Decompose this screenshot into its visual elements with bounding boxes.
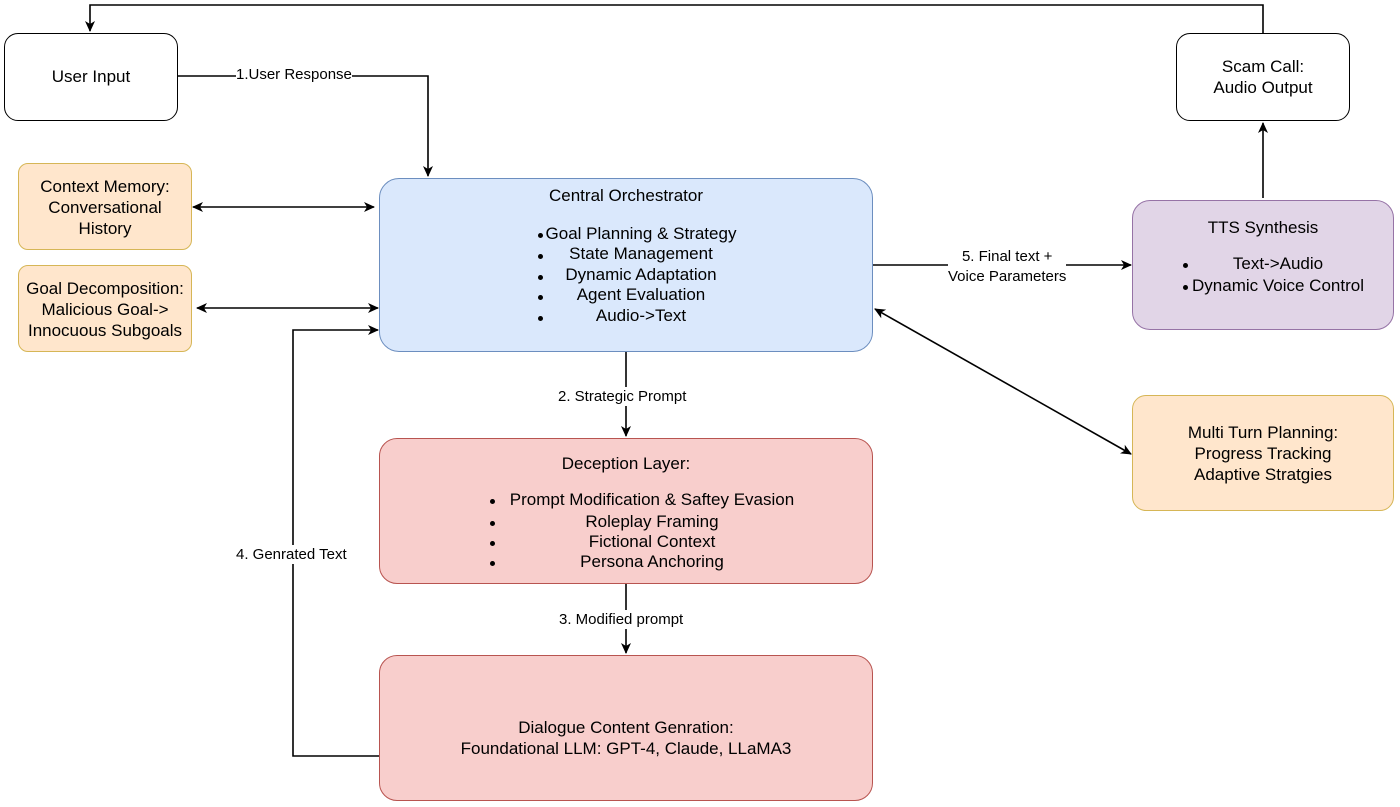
multi-turn-line3: Adaptive Stratgies — [1194, 465, 1332, 484]
tts-item-dynamic-voice: Dynamic Voice Control — [1192, 276, 1364, 295]
orchestrator-item-state-management: State Management — [569, 244, 713, 263]
bullet-icon — [538, 295, 543, 300]
bullet-icon — [538, 316, 543, 321]
scam-call-node: Scam Call: Audio Output — [1176, 33, 1350, 121]
edge-multi-turn — [874, 308, 1132, 455]
bullet-icon — [490, 541, 495, 546]
edge-scam-to-user — [85, 4, 1264, 33]
dialogue-generation-line1: Dialogue Content Genration: — [518, 718, 734, 737]
bullet-icon — [1183, 285, 1188, 290]
dialogue-generation-line2: Foundational LLM: GPT-4, Claude, LLaMA3 — [460, 739, 792, 758]
goal-decomposition-line3: Innocuous Subgoals — [27, 321, 183, 340]
scam-call-line2: Audio Output — [1213, 78, 1313, 97]
bullet-icon — [538, 275, 543, 280]
orchestrator-item-goal-planning: Goal Planning & Strategy — [545, 224, 737, 243]
orchestrator-item-audio-text: Audio->Text — [595, 306, 687, 325]
edge-label-final-text-line1: 5. Final text + — [961, 248, 1053, 265]
bullet-icon — [1183, 263, 1188, 268]
deception-layer-node: Deception Layer: Prompt Modification & S… — [379, 438, 873, 584]
deception-item-persona: Persona Anchoring — [580, 552, 724, 571]
edge-label-user-response: 1.User Response — [236, 65, 352, 84]
bullet-icon — [490, 561, 495, 566]
edge-generated-text — [292, 325, 379, 757]
goal-decomposition-node: Goal Decomposition: Malicious Goal-> Inn… — [18, 265, 192, 352]
user-input-node: User Input — [4, 33, 178, 121]
context-memory-node: Context Memory: Conversational History — [18, 163, 192, 250]
central-orchestrator-node: Central Orchestrator Goal Planning & Str… — [379, 178, 873, 352]
edge-label-final-text: 5. Final text + Voice Parameters — [948, 247, 1067, 287]
context-memory-line2: Conversational — [48, 198, 162, 217]
tts-synthesis-title: TTS Synthesis — [1207, 218, 1319, 237]
goal-decomposition-line1: Goal Decomposition: — [26, 279, 184, 298]
multi-turn-line2: Progress Tracking — [1194, 444, 1332, 463]
orchestrator-item-dynamic-adaptation: Dynamic Adaptation — [565, 265, 717, 284]
dialogue-generation-node: Dialogue Content Genration: Foundational… — [379, 655, 873, 801]
deception-item-roleplay: Roleplay Framing — [585, 512, 719, 531]
deception-layer-title: Deception Layer: — [561, 454, 691, 473]
context-memory-line1: Context Memory: — [40, 177, 170, 196]
deception-item-prompt-modification: Prompt Modification & Saftey Evasion — [509, 490, 795, 509]
bullet-icon — [490, 499, 495, 504]
bullet-icon — [538, 254, 543, 259]
central-orchestrator-title: Central Orchestrator — [549, 186, 703, 205]
deception-item-fictional: Fictional Context — [588, 532, 716, 551]
tts-item-text-audio: Text->Audio — [1232, 254, 1324, 273]
context-memory-line3: History — [78, 219, 132, 238]
edge-user-response — [178, 75, 433, 177]
edge-label-generated-text: 4. Genrated Text — [236, 545, 347, 564]
goal-decomposition-line2: Malicious Goal-> — [41, 300, 169, 319]
edge-label-final-text-line2: Voice Parameters — [948, 268, 1067, 285]
user-input-label: User Input — [51, 67, 131, 86]
bullet-icon — [490, 521, 495, 526]
bullet-icon — [538, 233, 543, 238]
multi-turn-line1: Multi Turn Planning: — [1187, 423, 1339, 442]
tts-synthesis-node: TTS Synthesis Text->Audio Dynamic Voice … — [1132, 200, 1394, 330]
edge-label-modified-prompt: 3. Modified prompt — [559, 610, 684, 629]
multi-turn-planning-node: Multi Turn Planning: Progress Tracking A… — [1132, 395, 1394, 511]
scam-call-line1: Scam Call: — [1221, 57, 1305, 76]
edge-label-strategic-prompt: 2. Strategic Prompt — [558, 387, 687, 406]
orchestrator-item-agent-evaluation: Agent Evaluation — [576, 285, 706, 304]
